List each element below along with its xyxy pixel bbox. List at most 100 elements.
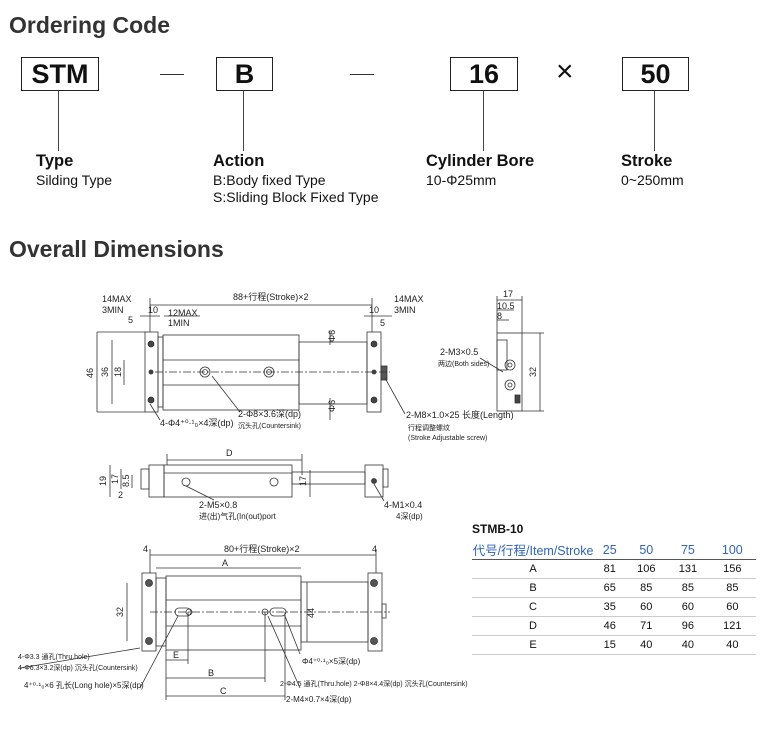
table-cell: 71 <box>625 616 668 636</box>
header-item: 代号/行程/Item/Stroke <box>472 540 594 560</box>
callout-long-hole: 4⁺⁰·¹₀×6 孔长(Long hole)×5深(dp) <box>24 680 144 690</box>
side-view-labels: 17 10.5 8 32 2-M3×0.5 两边(Both sides) <box>438 289 538 377</box>
dim-3min-right: 3MIN <box>394 305 416 315</box>
table-cell: 60 <box>625 597 668 617</box>
callout-countersink-6: 4-Φ6.3×3.2深(dp) 沉头孔(Countersink) <box>18 663 138 672</box>
dim-10-right: 10 <box>369 305 379 315</box>
stmb-table-title: STMB-10 <box>472 522 524 536</box>
type-label: Type <box>36 152 74 170</box>
dim-phi6-bottom: Φ6 <box>327 400 337 412</box>
callout-m1: 4-M1×0.4 <box>384 500 422 510</box>
table-cell: 85 <box>625 578 668 598</box>
leader-line <box>58 91 60 151</box>
overall-dimensions-heading: Overall Dimensions <box>9 236 224 262</box>
dim-18: 18 <box>113 367 123 377</box>
front-view-drawing <box>109 454 389 502</box>
table-cell: 85 <box>667 578 709 598</box>
dim-b: B <box>208 668 214 678</box>
table-cell: 81 <box>594 559 626 579</box>
dim-4-left: 4 <box>143 544 148 554</box>
dim-stroke-top: 88+行程(Stroke)×2 <box>233 291 309 302</box>
table-cell: 156 <box>708 559 756 579</box>
dim-36: 36 <box>100 367 110 377</box>
dim-a: A <box>222 558 228 568</box>
dim-17-front: 17 <box>110 474 120 484</box>
action-label: Action <box>213 152 265 170</box>
dim-stroke-bottom: 80+行程(Stroke)×2 <box>224 543 300 554</box>
stroke-desc: 0~250mm <box>621 172 684 188</box>
dim-5-right: 5 <box>380 318 385 328</box>
times-sign: × <box>556 55 574 88</box>
dim-8-side: 8 <box>497 311 502 321</box>
dim-e: E <box>173 650 179 660</box>
code-box-type: STM <box>21 57 99 91</box>
callout-stroke-screw-cn: 行程调整螺纹 <box>408 423 450 432</box>
table-cell: 60 <box>667 597 709 617</box>
callout-countersink-8: 2-Φ8×3.6深(dp) <box>238 409 301 419</box>
top-view-labels: 14MAX 3MIN 5 10 12MAX 1MIN 88+行程(Stroke)… <box>85 291 514 442</box>
table-row: C 35 60 60 60 <box>472 597 756 617</box>
table-cell: 15 <box>594 635 626 655</box>
top-view-drawing <box>96 298 406 421</box>
side-view-drawing <box>479 296 544 412</box>
dim-12max: 12MAX <box>168 308 198 318</box>
dim-14max-left: 14MAX <box>102 294 132 304</box>
table-cell: 65 <box>594 578 626 598</box>
row-label: D <box>472 616 594 636</box>
table-cell: 40 <box>667 635 709 655</box>
callout-thru-hole: 4-Φ3.3 通孔(Thru.hole) <box>18 652 90 661</box>
callout-m3: 2-M3×0.5 <box>440 347 478 357</box>
front-view-labels: D 19 17 8.5 2 17 2-M5×0.8 进(出)气孔(In(out)… <box>98 448 423 521</box>
table-cell: 121 <box>708 616 756 636</box>
callout-m5: 2-M5×0.8 <box>199 500 237 510</box>
leader-line <box>483 91 485 151</box>
action-desc-1: B:Body fixed Type <box>213 172 326 188</box>
dim-3min-left: 3MIN <box>102 305 124 315</box>
table-row: D 46 71 96 121 <box>472 616 756 636</box>
row-label: B <box>472 578 594 598</box>
dim-32-bottom: 32 <box>115 607 125 617</box>
dim-5-left: 5 <box>128 315 133 325</box>
table-cell: 40 <box>708 635 756 655</box>
table-header-row: 代号/行程/Item/Stroke 25 50 75 100 <box>472 540 756 560</box>
bottom-view-drawing <box>19 549 390 700</box>
row-label: E <box>472 635 594 655</box>
dim-10-left: 10 <box>148 305 158 315</box>
dim-1min: 1MIN <box>168 318 190 328</box>
dim-d: D <box>226 448 233 458</box>
bore-label: Cylinder Bore <box>426 152 535 170</box>
table-cell: 46 <box>594 616 626 636</box>
dim-phi6-top: Φ6 <box>327 330 337 342</box>
separator-dash <box>350 74 374 76</box>
dim-c: C <box>220 686 227 696</box>
code-box-stroke: 50 <box>622 57 689 91</box>
dim-10-5: 10.5 <box>497 301 515 311</box>
code-box-bore: 16 <box>450 57 518 91</box>
callout-stroke-screw: (Stroke Adjustable screw) <box>408 435 487 442</box>
table-cell: 131 <box>667 559 709 579</box>
callout-countersink-text: 沉头孔(Countersink) <box>238 421 301 430</box>
callout-phi4-holes: 4-Φ4⁺⁰·¹₀×4深(dp) <box>160 418 234 428</box>
header-50: 50 <box>625 540 668 560</box>
callout-m8: 2-M8×1.0×25 长度(Length) <box>406 409 514 420</box>
table-cell: 96 <box>667 616 709 636</box>
table-cell: 60 <box>708 597 756 617</box>
table-cell: 85 <box>708 578 756 598</box>
dim-2: 2 <box>118 490 123 500</box>
row-label: C <box>472 597 594 617</box>
dim-8-5: 8.5 <box>121 474 131 487</box>
stmb-table: 代号/行程/Item/Stroke 25 50 75 100 A 81 106 … <box>472 540 756 655</box>
action-desc-2: S:Sliding Block Fixed Type <box>213 189 379 205</box>
dim-14max-right: 14MAX <box>394 294 424 304</box>
callout-port: 进(出)气孔(In(out)port <box>199 511 277 521</box>
dim-46: 46 <box>85 368 95 378</box>
header-75: 75 <box>667 540 709 560</box>
dim-17-side: 17 <box>503 289 513 299</box>
bore-desc: 10-Φ25mm <box>426 172 497 188</box>
table-row: B 65 85 85 85 <box>472 578 756 598</box>
row-label: A <box>472 559 594 579</box>
callout-m1-depth: 4深(dp) <box>396 512 423 521</box>
header-25: 25 <box>594 540 626 560</box>
leader-line <box>243 91 245 151</box>
